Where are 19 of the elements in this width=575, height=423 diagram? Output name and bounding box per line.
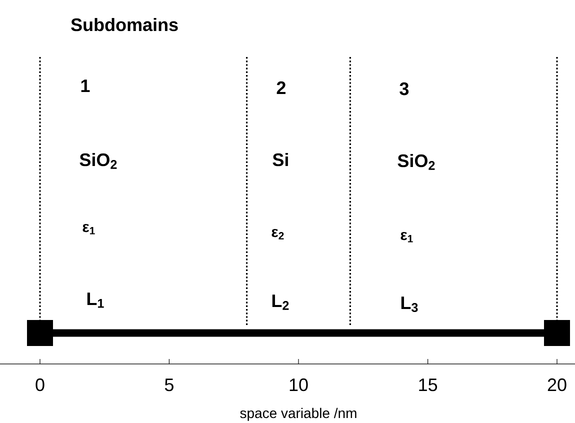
length-label: L$_{2}$: [272, 294, 289, 310]
tick-label: 20: [548, 378, 566, 392]
heading: Subdomains: [71, 18, 178, 32]
permittivity-label: ε$_{1}$: [82, 224, 95, 234]
subdomain-number: 1: [81, 80, 90, 92]
tick-label: 0: [36, 378, 44, 392]
material-label: SiO$_{2}$: [80, 152, 117, 169]
subdomain-number: 3: [400, 82, 409, 96]
permittivity-label: ε$_{2}$: [272, 228, 284, 240]
length-label: L$_{1}$: [87, 292, 104, 308]
subdomain-number: 2: [276, 81, 286, 94]
material-label: Si: [272, 152, 288, 166]
tick-label: 10: [290, 378, 308, 392]
tick-label: 5: [164, 378, 174, 392]
tick-label: 15: [419, 378, 438, 392]
length-label: L$_{3}$: [401, 296, 418, 312]
material-label: SiO$_{2}$: [398, 154, 435, 170]
permittivity-label: ε$_{1}$: [400, 232, 413, 242]
axis-title: space variable /nm: [240, 408, 356, 421]
